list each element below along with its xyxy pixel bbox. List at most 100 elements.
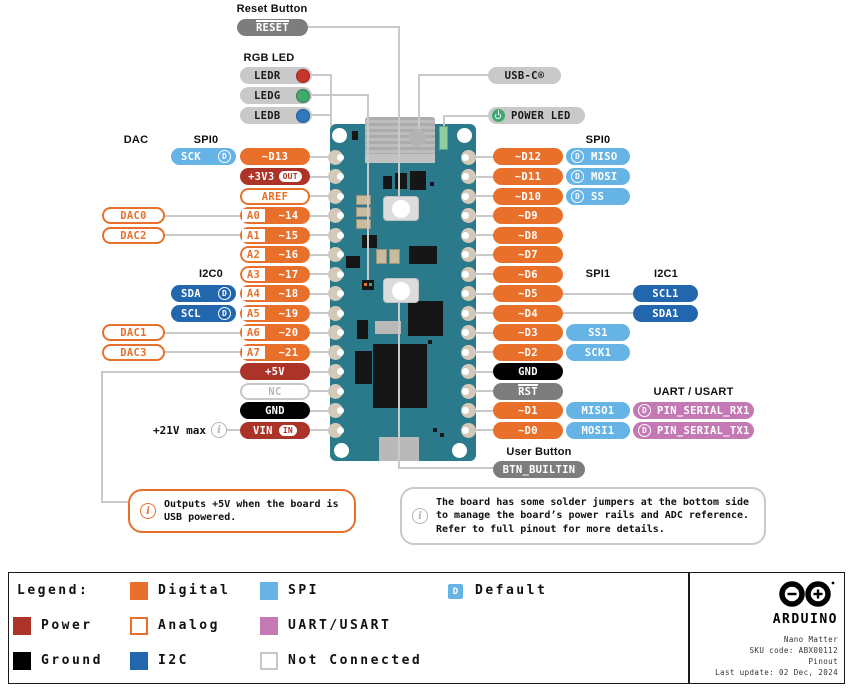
pin-label: PIN_SERIAL_RX1 xyxy=(657,404,750,417)
default-badge: D xyxy=(571,190,584,203)
info-icon: i xyxy=(140,503,156,519)
rgb-led-header: RGB LED xyxy=(243,52,295,64)
power-led-text: POWER LED xyxy=(511,109,571,122)
in-badge: IN xyxy=(278,425,298,436)
component xyxy=(440,433,444,437)
pin-sda: SDA D xyxy=(171,285,236,302)
usb-c-text: USB-C® xyxy=(504,69,545,82)
legend-spi-swatch xyxy=(260,582,278,600)
product-name: Nano Matter xyxy=(783,635,838,644)
pin-ledb: LEDB xyxy=(240,107,312,124)
pin-a3: A3 ~17 xyxy=(240,266,310,283)
pin-ss1: SS1 xyxy=(566,324,630,341)
pin-label: SCK xyxy=(181,150,201,163)
legend-ground-label: Ground xyxy=(41,653,103,668)
component xyxy=(409,246,437,264)
pin-label: MOSI xyxy=(591,170,618,183)
pin-label: ~19 xyxy=(267,305,310,322)
pin-d8: ~D8 xyxy=(493,227,563,244)
pin-3v3: +3V3 OUT xyxy=(240,168,310,185)
pin-rst: RST xyxy=(493,383,563,400)
uart-header: UART / USART xyxy=(653,386,734,398)
pin-a6: A6 ~20 xyxy=(240,324,310,341)
pin-d11: ~D11 xyxy=(493,168,563,185)
component xyxy=(356,195,371,205)
pin-scl: SCL D xyxy=(171,305,236,322)
pin-d5: ~D5 xyxy=(493,285,563,302)
reset-button-component[interactable] xyxy=(384,197,418,220)
i2c1-header: I2C1 xyxy=(653,268,679,280)
analog-label: A4 xyxy=(240,285,267,302)
pin-label: SS xyxy=(591,190,605,203)
pin-dac3: DAC3 xyxy=(102,344,165,361)
pin-gnd-right: GND xyxy=(493,363,563,380)
usb-c-label: USB-C® xyxy=(488,67,561,84)
analog-label: A2 xyxy=(240,246,267,263)
legend-i2c-swatch xyxy=(130,652,148,670)
component xyxy=(376,249,387,264)
component xyxy=(355,351,372,384)
legend-power-label: Power xyxy=(41,618,93,633)
dac-header: DAC xyxy=(123,134,149,146)
component xyxy=(352,131,358,140)
pin-miso: D MISO xyxy=(566,148,630,165)
pin-a0: A0 ~14 xyxy=(240,207,310,224)
spi0-right-header: SPI0 xyxy=(585,134,611,146)
component xyxy=(375,321,401,334)
pin-dac0: DAC0 xyxy=(102,207,165,224)
pin-label: ~15 xyxy=(267,227,310,244)
legend-digital-swatch xyxy=(130,582,148,600)
component xyxy=(346,256,360,268)
legend-nc-label: Not Connected xyxy=(288,653,423,668)
pin-a5: A5 ~19 xyxy=(240,305,310,322)
legend-title: Legend: xyxy=(17,583,90,598)
component xyxy=(428,340,432,344)
analog-label: A7 xyxy=(240,344,267,361)
default-badge: D xyxy=(571,170,584,183)
pin-vin: VIN IN xyxy=(240,422,310,439)
pin-label: ~20 xyxy=(267,324,310,341)
analog-label: A6 xyxy=(240,324,267,341)
pin-dac1: DAC1 xyxy=(102,324,165,341)
pin-reset: RESET xyxy=(237,19,308,36)
jumper-note: i The board has some solder jumpers at t… xyxy=(400,487,766,545)
default-badge: D xyxy=(638,424,651,437)
pin-ledg: LEDG xyxy=(240,87,312,104)
default-badge: D xyxy=(218,307,231,320)
pin-d4: ~D4 xyxy=(493,305,563,322)
pin-scl1: SCL1 xyxy=(633,285,698,302)
pin-gnd-left: GND xyxy=(240,402,310,419)
legend-digital-label: Digital xyxy=(158,583,231,598)
pin-label: +3V3 xyxy=(248,170,275,183)
main-chip xyxy=(373,344,427,408)
pin-mosi: D MOSI xyxy=(566,168,630,185)
pin-ss: D SS xyxy=(566,188,630,205)
analog-label: A3 xyxy=(240,266,267,283)
pin-label: ~21 xyxy=(267,344,310,361)
pin-d12: ~D12 xyxy=(493,148,563,165)
rgb-led-component xyxy=(362,280,374,290)
power-note-text: Outputs +5V when the board is USB powere… xyxy=(164,498,339,524)
legend-divider xyxy=(688,572,690,684)
user-button-component[interactable] xyxy=(384,279,418,302)
pin-miso1: MISO1 xyxy=(566,402,630,419)
power-led-component xyxy=(439,126,448,150)
default-badge: D xyxy=(218,150,231,163)
pin-a4: A4 ~18 xyxy=(240,285,310,302)
pin-dac2: DAC2 xyxy=(102,227,165,244)
default-badge: D xyxy=(638,404,651,417)
arduino-logo xyxy=(779,581,835,607)
mounting-hole xyxy=(332,128,347,143)
sku-code: SKU code: ABX00112 xyxy=(749,646,838,655)
pin-label: LEDG xyxy=(254,89,281,102)
power-icon xyxy=(492,109,505,122)
user-button-header: User Button xyxy=(506,446,572,458)
default-badge: D xyxy=(218,287,231,300)
pin-5v: +5V xyxy=(240,363,310,380)
pin-sck: SCK D xyxy=(171,148,236,165)
pin-a7: A7 ~21 xyxy=(240,344,310,361)
brand-name: ARDUINO xyxy=(772,612,838,627)
pin-aref: AREF xyxy=(240,188,310,205)
power-note: i Outputs +5V when the board is USB powe… xyxy=(128,489,356,533)
